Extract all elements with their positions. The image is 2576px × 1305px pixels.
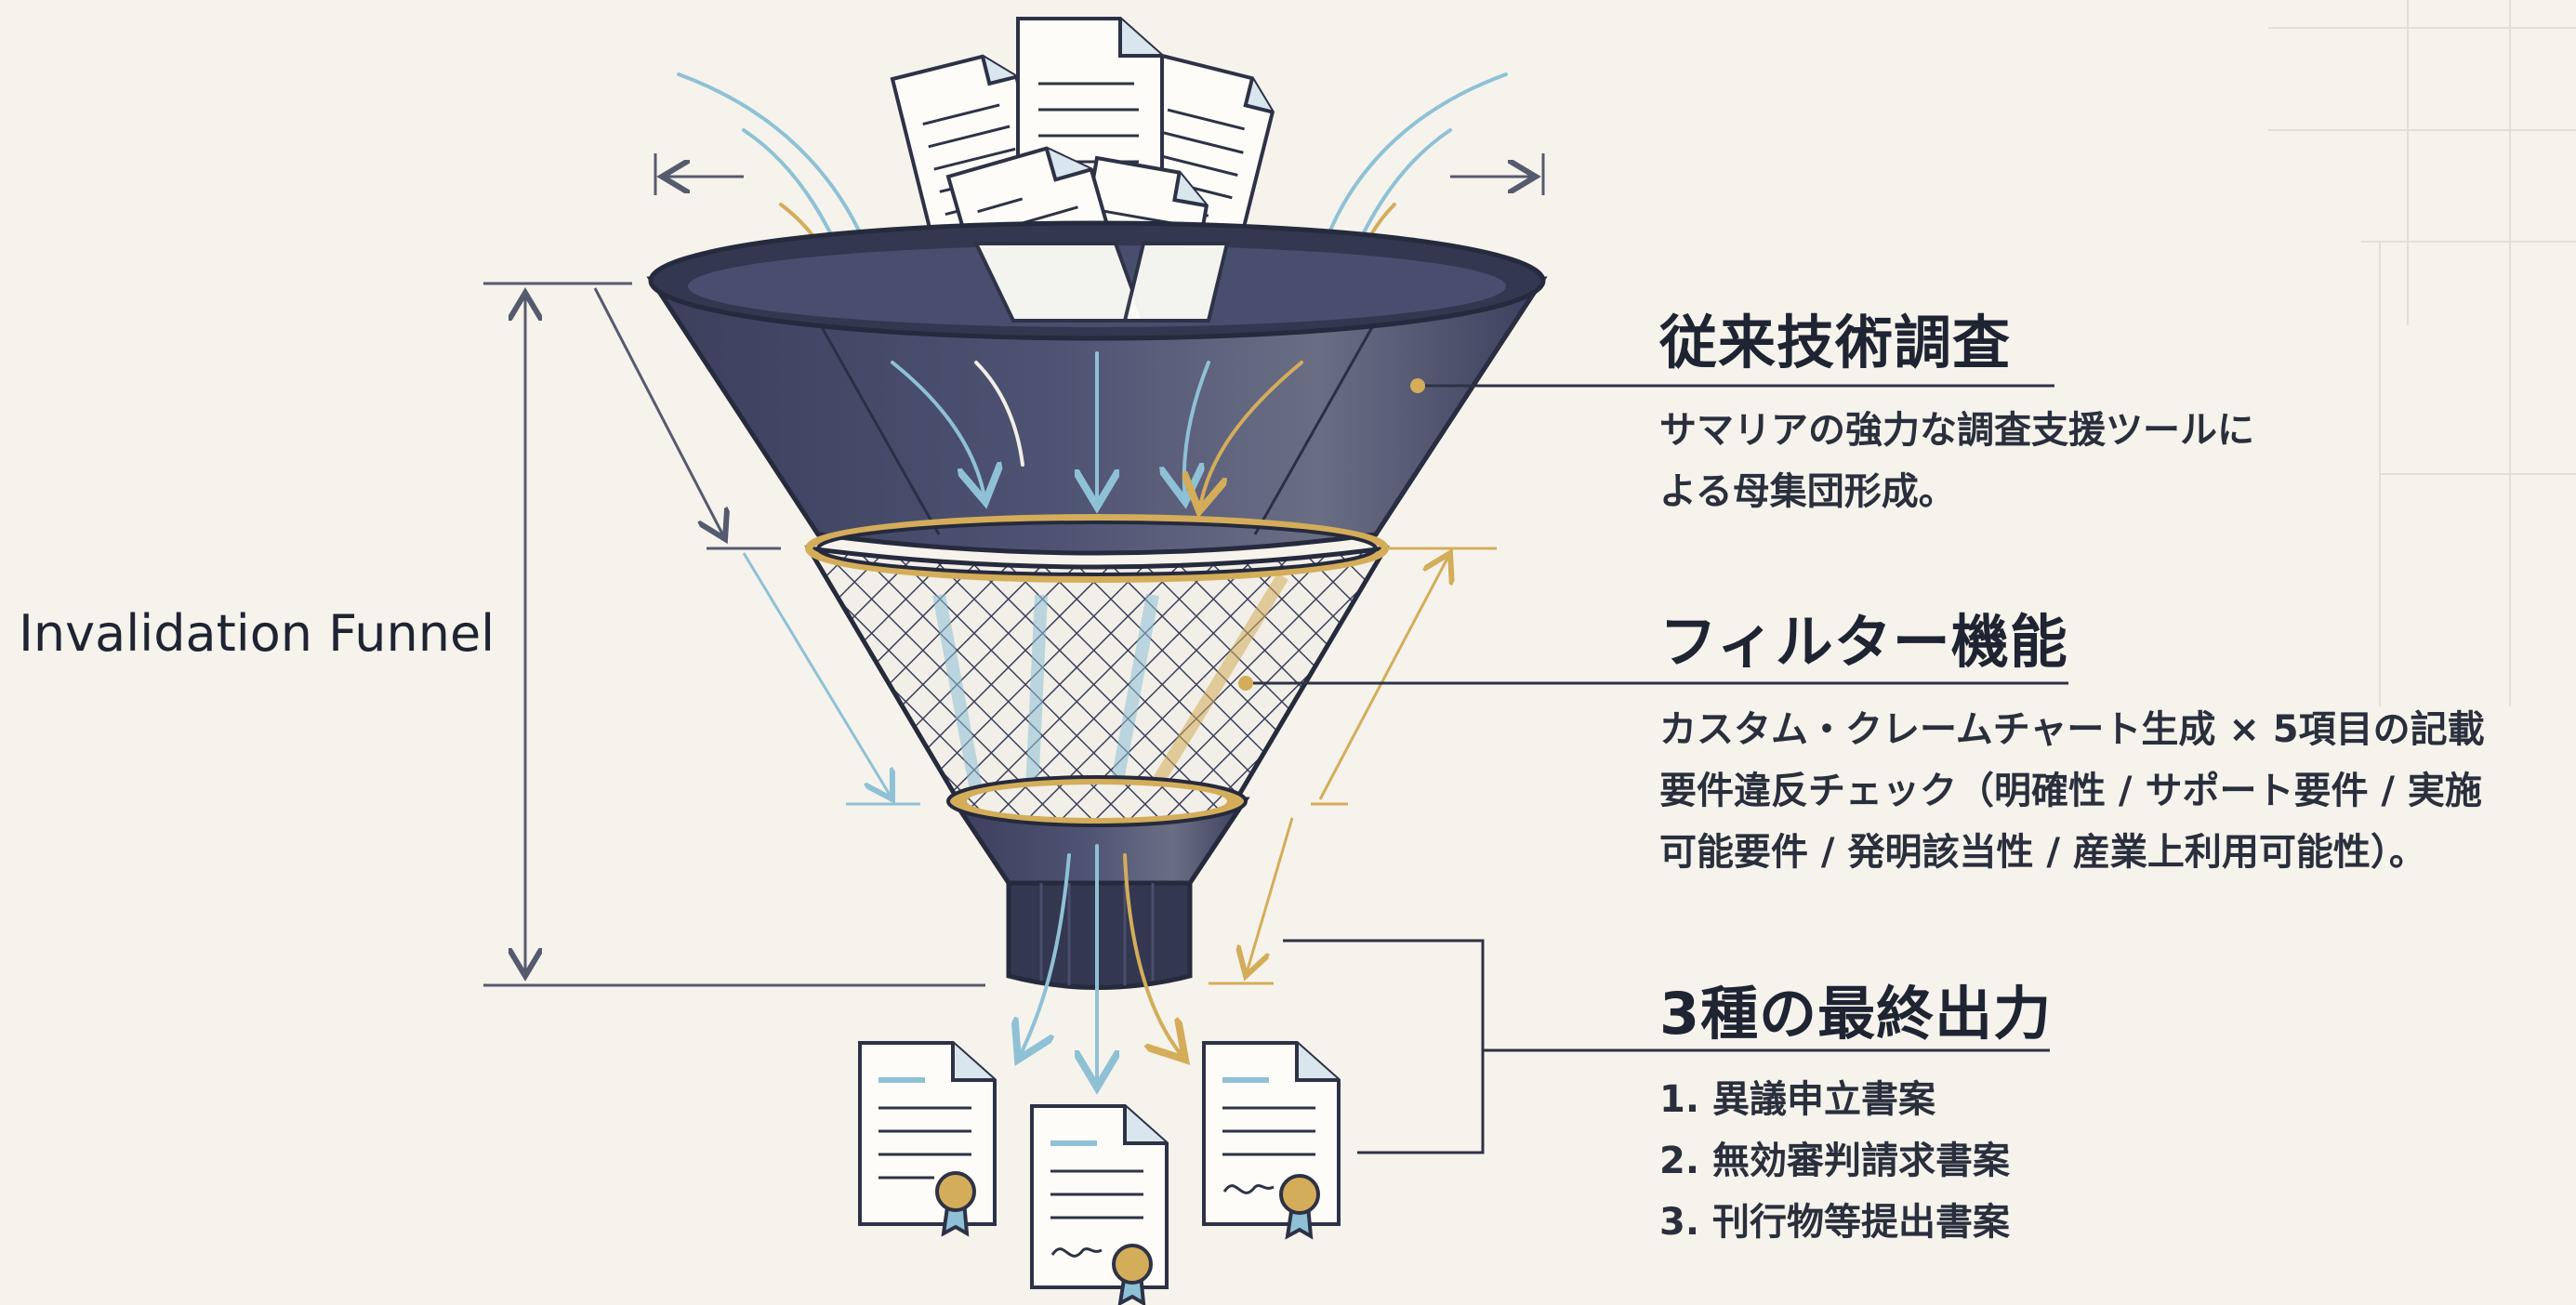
section-title-filter: フィルター機能 <box>1659 608 2068 676</box>
output-item: 1. 異議申立書案 <box>1659 1078 1935 1121</box>
body-line: カスタム・クレームチャート生成 × 5項目の記載 <box>1659 708 2485 751</box>
funnel-spout <box>946 775 1250 990</box>
background-grid <box>2268 0 2576 706</box>
body-line: よる母集団形成。 <box>1659 470 1956 513</box>
funnel-side-label: Invalidation Funnel <box>19 604 495 663</box>
section-title-prior-art: 従来技術調査 <box>1659 309 2012 376</box>
width-dimension <box>654 153 1545 195</box>
mesh-dimension <box>742 547 1497 985</box>
callout-leaders <box>1238 378 2068 1154</box>
height-dimension <box>483 282 985 987</box>
filter-mesh <box>804 514 1390 811</box>
section-title-outputs: 3種の最終出力 <box>1659 980 2053 1048</box>
body-line: サマリアの強力な調査支援ツールに <box>1659 409 2254 452</box>
output-documents <box>858 1041 1341 1305</box>
section-body-filter: カスタム・クレームチャート生成 × 5項目の記載 要件違反チェック（明確性 / … <box>1659 699 2485 883</box>
funnel-top-cone <box>646 220 1548 556</box>
output-item: 2. 無効審判請求書案 <box>1659 1140 2010 1182</box>
section-body-outputs: 1. 異議申立書案 2. 無効審判請求書案 3. 刊行物等提出書案 <box>1659 1069 2010 1253</box>
section-body-prior-art: サマリアの強力な調査支援ツールに よる母集団形成。 <box>1659 400 2254 522</box>
output-flow-arrows <box>1018 844 1185 1088</box>
body-line: 要件違反チェック（明確性 / サポート要件 / 実施 <box>1659 770 2482 812</box>
body-line: 可能要件 / 発明該当性 / 産業上利用可能性）。 <box>1659 831 2426 874</box>
output-item: 3. 刊行物等提出書案 <box>1659 1201 2010 1244</box>
